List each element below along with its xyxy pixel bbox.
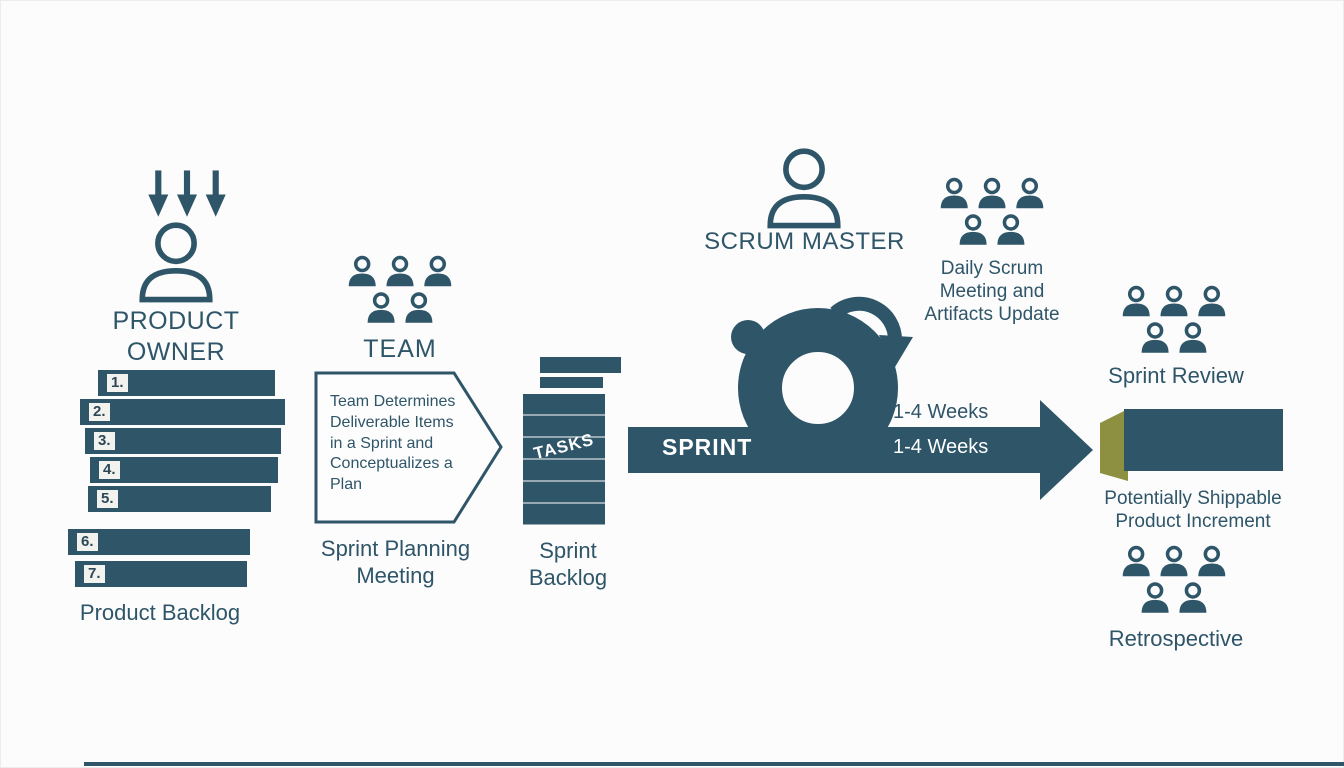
product-backlog-label: Product Backlog: [79, 600, 241, 625]
sprint-planning-note: Team Determines Deliverable Items in a S…: [330, 393, 456, 494]
backlog-item-number: 5.: [97, 490, 118, 508]
bottom-divider: [84, 762, 1344, 766]
retrospective-label: Retrospective: [1108, 626, 1244, 651]
sprint-planning-label: Sprint Planning Meeting: [320, 536, 471, 588]
backlog-item-number: 3.: [94, 432, 115, 450]
backlog-item-bar: 5.: [88, 486, 271, 512]
sprint-review-label: Sprint Review: [1108, 363, 1244, 388]
backlog-item-bar: 3.: [85, 428, 281, 454]
sprint-review-group-icon: [1120, 278, 1228, 360]
backlog-item-number: 1.: [107, 374, 128, 392]
sprint-duration-above: 1-4 Weeks: [893, 401, 989, 423]
sprint-cycle-icon: [731, 296, 913, 468]
sprint-planning-shape: [314, 371, 503, 524]
team-label: TEAM: [363, 335, 437, 363]
backlog-item-number: 7.: [84, 565, 105, 583]
scrum-master-person-icon: [764, 146, 844, 230]
three-down-arrows-icon: [148, 170, 226, 217]
product-owner-person-icon: [136, 220, 216, 304]
product-owner-label: PRODUCT OWNER: [112, 307, 240, 366]
backlog-item-number: 6.: [77, 533, 98, 551]
sprint-duration-inside: 1-4 Weeks: [893, 436, 989, 458]
sprint-backlog-top-bar: [540, 377, 603, 388]
sprint-label: SPRINT: [662, 434, 753, 460]
backlog-item-bar: 6.: [68, 529, 250, 555]
backlog-item-number: 2.: [89, 403, 110, 421]
sprint-backlog-label: Sprint Backlog: [528, 538, 608, 590]
daily-scrum-group-icon: [938, 170, 1046, 252]
product-increment-label: Potentially Shippable Product Increment: [1104, 488, 1282, 533]
scrum-master-label: SCRUM MASTER: [704, 228, 905, 255]
sprint-backlog-block: [523, 394, 605, 525]
backlog-item-bar: 4.: [90, 457, 278, 483]
sprint-backlog-top-bar: [540, 357, 621, 373]
backlog-item-bar: 7.: [75, 561, 247, 587]
sprint-backlog-stack: TASKS: [523, 357, 623, 527]
retrospective-group-icon: [1120, 538, 1228, 620]
backlog-item-bar: 1.: [98, 370, 275, 396]
backlog-item-bar: 2.: [80, 399, 285, 425]
backlog-item-number: 4.: [99, 461, 120, 479]
product-increment-box: [1100, 409, 1283, 481]
team-group-icon: [346, 248, 454, 330]
daily-scrum-label: Daily Scrum Meeting and Artifacts Update: [924, 258, 1060, 326]
